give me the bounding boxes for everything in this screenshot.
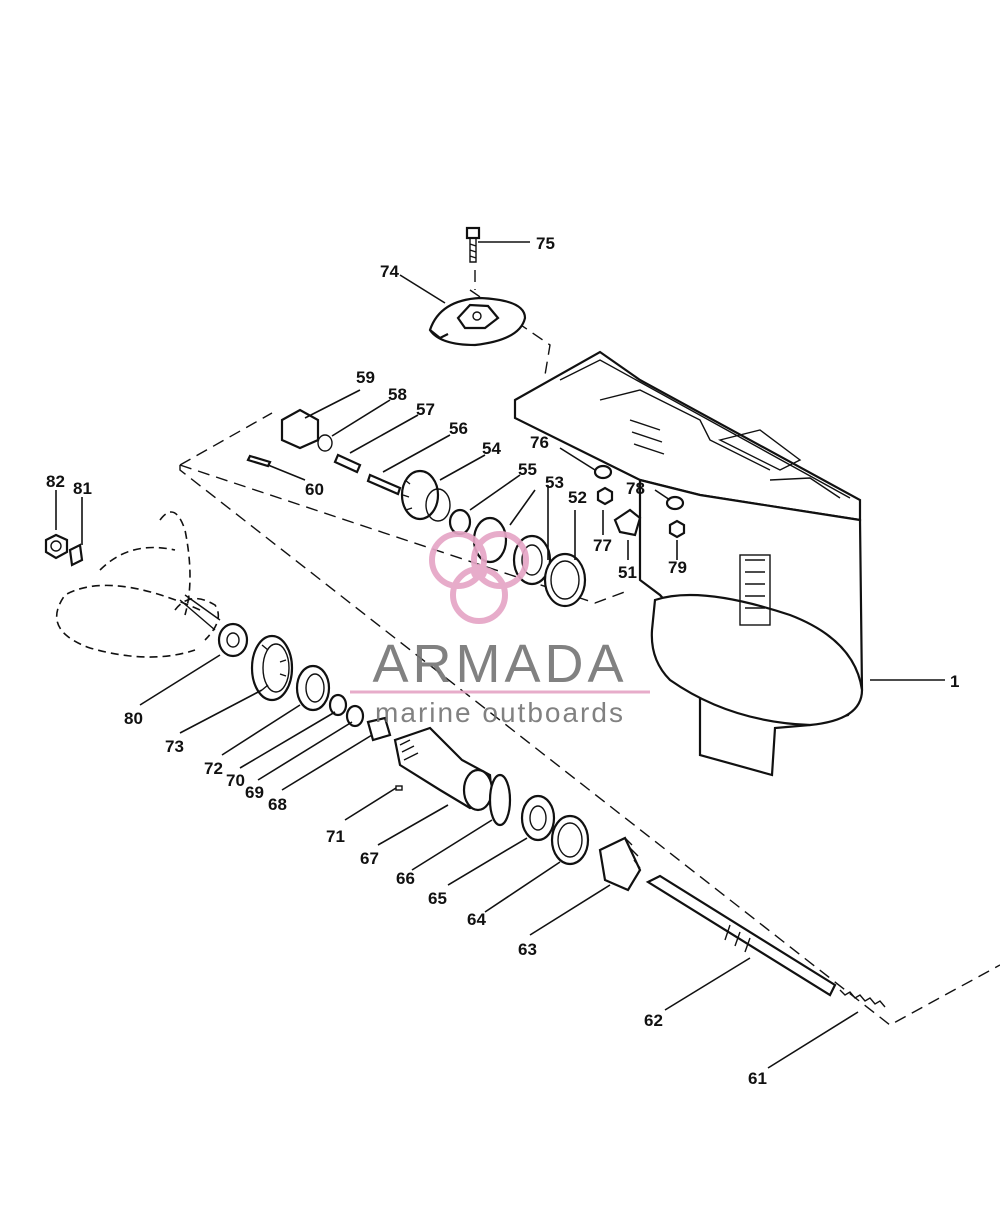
watermark-tagline: marine outboards [375, 697, 625, 728]
pin-60 [246, 454, 272, 468]
assembly-dash-line-lower [179, 465, 1000, 1026]
assembly-dash-line-upper [179, 412, 631, 604]
callout-57: 57 [416, 400, 435, 419]
retainer-ring-72 [295, 664, 331, 712]
callout-54: 54 [482, 439, 501, 458]
callout-80: 80 [124, 709, 143, 728]
shim-52 [543, 552, 587, 608]
pin-71 [395, 785, 403, 791]
callout-74: 74 [380, 262, 399, 281]
callout-labels: 75 74 59 58 57 56 54 55 53 52 76 78 77 5… [46, 234, 959, 1088]
tab-washer [68, 543, 84, 567]
callout-79: 79 [668, 558, 687, 577]
callout-64: 64 [467, 910, 486, 929]
callout-78: 78 [626, 479, 645, 498]
spring-61 [839, 989, 886, 1008]
trim-tab-51 [613, 508, 642, 537]
callout-82: 82 [46, 472, 65, 491]
callout-73: 73 [165, 737, 184, 756]
washer-78 [665, 495, 685, 511]
callout-56: 56 [449, 419, 468, 438]
o-ring-66 [488, 773, 512, 827]
callout-55: 55 [518, 460, 537, 479]
callout-58: 58 [388, 385, 407, 404]
callout-60: 60 [305, 480, 324, 499]
leader-lines [55, 241, 945, 1069]
anode-dash-line [469, 270, 551, 376]
callout-62: 62 [644, 1011, 663, 1030]
prop-nut [44, 533, 69, 560]
callout-81: 81 [73, 479, 92, 498]
washer-76 [593, 464, 613, 480]
callout-77: 77 [593, 536, 612, 555]
bearing-68 [366, 716, 392, 742]
callout-51: 51 [618, 563, 637, 582]
nut-77 [596, 486, 614, 506]
propeller-outline [55, 511, 221, 658]
pinion-gear-67 [393, 726, 494, 812]
callout-68: 68 [268, 795, 287, 814]
shaft-56 [366, 473, 402, 496]
callout-52: 52 [568, 488, 587, 507]
clip-58 [317, 434, 333, 452]
bearing-carrier-73 [250, 634, 294, 702]
callout-65: 65 [428, 889, 447, 908]
callout-70: 70 [226, 771, 245, 790]
shift-cam-59 [280, 408, 320, 450]
bearing-69 [345, 704, 365, 728]
callout-67: 67 [360, 849, 379, 868]
propeller-shaft-62 [645, 874, 837, 997]
washer-70 [328, 693, 348, 717]
callout-76: 76 [530, 433, 549, 452]
shim-64 [550, 814, 590, 866]
callout-71: 71 [326, 827, 345, 846]
thrust-hub-80 [217, 622, 249, 658]
armada-watermark: ARMADA marine outboards [350, 531, 650, 728]
callout-59: 59 [356, 368, 375, 387]
callout-53: 53 [545, 473, 564, 492]
callout-72: 72 [204, 759, 223, 778]
pin-57 [333, 453, 362, 474]
callout-61: 61 [748, 1069, 767, 1088]
callout-66: 66 [396, 869, 415, 888]
forward-gear-63 [598, 836, 642, 892]
bearing-65 [520, 794, 556, 842]
reverse-gear-54 [400, 469, 451, 522]
callout-75: 75 [536, 234, 555, 253]
gear-housing [513, 350, 864, 777]
propeller-logo-icon [429, 531, 529, 624]
watermark-brand: ARMADA [372, 634, 627, 694]
callout-1: 1 [950, 672, 959, 691]
bearing-55 [448, 508, 472, 536]
anode-plate [428, 296, 527, 347]
callout-69: 69 [245, 783, 264, 802]
callout-63: 63 [518, 940, 537, 959]
nut-79 [668, 519, 686, 539]
anode-screw [465, 226, 481, 263]
